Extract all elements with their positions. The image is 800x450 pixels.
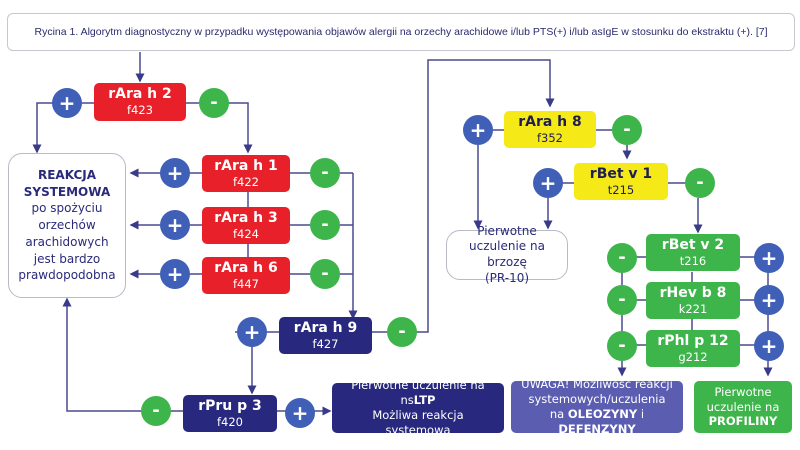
birch-text-2: uczulenie na brzozę [469,239,545,269]
warning-text-mid: i [637,407,645,421]
node-rArah6: rAra h 6 f447 [202,257,290,294]
figure-caption: Rycina 1. Algorytm diagnostyczny w przyp… [7,13,795,51]
node-code: g212 [678,349,708,364]
minus-icon: - [141,396,171,426]
node-name: rAra h 3 [214,209,278,226]
outcome-profilin: Pierwotne uczulenie na PROFILINY [694,381,792,433]
warning-bold-1: OLEOZYNY [567,407,638,421]
minus-icon: - [612,115,642,145]
node-code: f423 [127,103,153,118]
node-rBetv1: rBet v 1 t215 [574,163,668,200]
node-code: f447 [233,276,259,291]
minus-icon: - [685,168,715,198]
plus-icon: + [533,168,563,198]
node-code: f420 [217,414,243,429]
birch-text-1: Pierwotne [477,223,537,238]
node-name: rBet v 1 [589,165,653,182]
systemic-label-2: SYSTEMOWA [23,184,111,199]
node-name: rHev b 8 [659,284,727,301]
plus-icon: + [463,115,493,145]
warning-text-2: systemowych/uczulenia [528,392,666,407]
plus-icon: + [754,331,784,361]
nsltp-text-3: Możliwa reakcja systemowa [372,408,464,437]
warning-bold-2: DEFENZYNY [558,421,636,436]
node-name: rBet v 2 [661,236,725,253]
systemic-text-6: jest bardzo [33,251,101,266]
node-code: f424 [233,226,259,241]
outcome-warning: UWAGA! Możliwość reakcji systemowych/ucz… [511,377,683,436]
node-name: rAra h 8 [518,113,582,130]
node-name: rAra h 1 [214,157,278,174]
outcome-birch: Pierwotne uczulenie na brzozę (PR-10) [446,224,568,285]
profilin-bold: PROFILINY [708,414,778,429]
minus-icon: - [607,331,637,361]
node-code: t216 [679,253,707,268]
systemic-text-5: arachidowych [25,234,109,249]
node-rHevb8: rHev b 8 k221 [646,282,740,319]
plus-icon: + [754,243,784,273]
nsltp-text-prefix: ns [400,393,414,408]
minus-icon: - [310,259,340,289]
node-rPrup3: rPru p 3 f420 [183,395,277,432]
node-name: rAra h 2 [108,86,172,103]
node-rArah8: rAra h 8 f352 [504,111,596,148]
plus-icon: + [754,285,784,315]
node-rArah9: rAra h 9 f427 [279,317,372,354]
plus-icon: + [160,158,190,188]
nsltp-text-bold: LTP [413,393,436,408]
node-rPhlp12: rPhl p 12 g212 [646,330,740,367]
birch-text-3: (PR-10) [484,270,530,285]
node-rArah1: rAra h 1 f422 [202,155,290,192]
node-code: f427 [312,336,339,351]
warning-text-1: UWAGA! Możliwość reakcji [521,377,673,392]
node-name: rAra h 6 [214,259,278,276]
plus-icon: + [160,210,190,240]
systemic-text-3: po spożyciu [31,201,103,216]
node-rArah2: rAra h 2 f423 [94,83,186,121]
profilin-text-1: Pierwotne [714,384,772,399]
node-rArah3: rAra h 3 f424 [202,207,290,244]
minus-icon: - [607,285,637,315]
node-code: t215 [607,182,635,197]
plus-icon: + [160,259,190,289]
plus-icon: + [52,88,82,118]
node-rBetv2: rBet v 2 t216 [646,234,740,271]
minus-icon: - [199,88,229,118]
nsltp-text-1: Pierwotne uczulenie na [351,378,485,393]
node-name: rPhl p 12 [657,332,729,349]
systemic-text-7: prawdopodobna [18,268,116,283]
node-code: f422 [233,174,259,189]
minus-icon: - [310,210,340,240]
plus-icon: + [285,398,315,428]
warning-text-prefix: na [549,407,568,421]
systemic-label-1: REAKCJA [37,167,97,182]
node-name: rAra h 9 [293,319,358,336]
minus-icon: - [387,317,417,347]
profilin-text-2: uczulenie na [706,399,780,414]
node-code: k221 [678,301,708,316]
outcome-nsltp: Pierwotne uczulenie na nsLTP Możliwa rea… [332,378,504,437]
minus-icon: - [310,158,340,188]
plus-icon: + [237,317,267,347]
minus-icon: - [607,243,637,273]
outcome-systemic-reaction: REAKCJA SYSTEMOWA po spożyciu orzechów a… [8,153,126,298]
node-code: f352 [537,130,563,145]
systemic-text-4: orzechów [38,218,96,233]
node-name: rPru p 3 [198,397,262,414]
